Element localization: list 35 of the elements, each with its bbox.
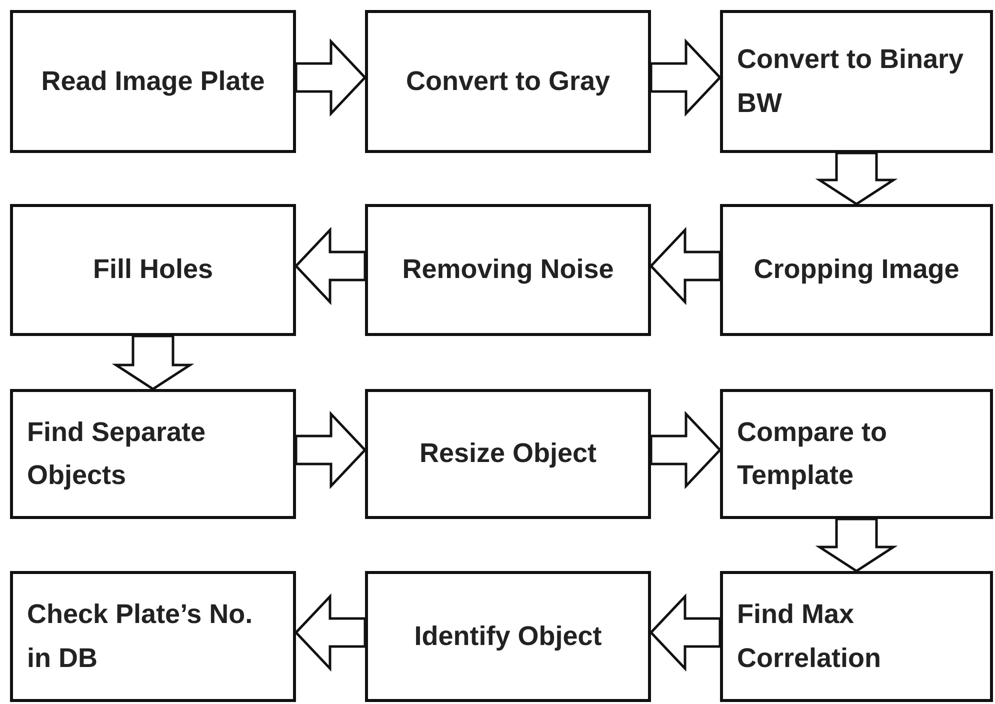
step-label: Check Plate’s No. in DB bbox=[27, 598, 254, 674]
step-label: Resize Object bbox=[419, 437, 597, 470]
step-label: Find Max Correlation bbox=[737, 598, 882, 674]
step-label: Convert to Binary BW bbox=[737, 43, 965, 120]
process-box bbox=[720, 571, 993, 702]
step-label: Convert to Gray bbox=[406, 64, 610, 98]
process-box bbox=[10, 571, 296, 702]
process-box bbox=[10, 389, 296, 519]
block-arrow bbox=[112, 334, 194, 390]
process-box bbox=[365, 10, 651, 153]
step-label: Fill Holes bbox=[92, 253, 214, 286]
block-arrow bbox=[650, 410, 722, 490]
block-arrow bbox=[815, 152, 898, 206]
step-label: Find Separate Objects bbox=[27, 416, 207, 492]
step-label: Cropping Image bbox=[754, 253, 960, 286]
process-box bbox=[10, 10, 296, 153]
block-arrow bbox=[649, 226, 722, 306]
process-box bbox=[10, 204, 296, 336]
process-box bbox=[365, 571, 651, 702]
block-arrow bbox=[294, 38, 367, 117]
step-label: Compare to Template bbox=[737, 416, 888, 492]
process-box bbox=[365, 204, 651, 336]
block-arrow bbox=[294, 410, 367, 490]
process-box bbox=[720, 204, 993, 336]
block-arrow bbox=[650, 38, 722, 117]
step-label: Identify Object bbox=[414, 620, 602, 653]
block-arrow bbox=[294, 226, 366, 306]
block-arrow bbox=[815, 518, 898, 572]
process-box bbox=[720, 10, 993, 153]
step-label: Removing Noise bbox=[402, 253, 614, 286]
step-label: Read Image Plate bbox=[41, 64, 265, 98]
process-box bbox=[365, 389, 651, 519]
process-box bbox=[720, 389, 993, 519]
block-arrow bbox=[649, 593, 722, 672]
block-arrow bbox=[294, 593, 366, 672]
